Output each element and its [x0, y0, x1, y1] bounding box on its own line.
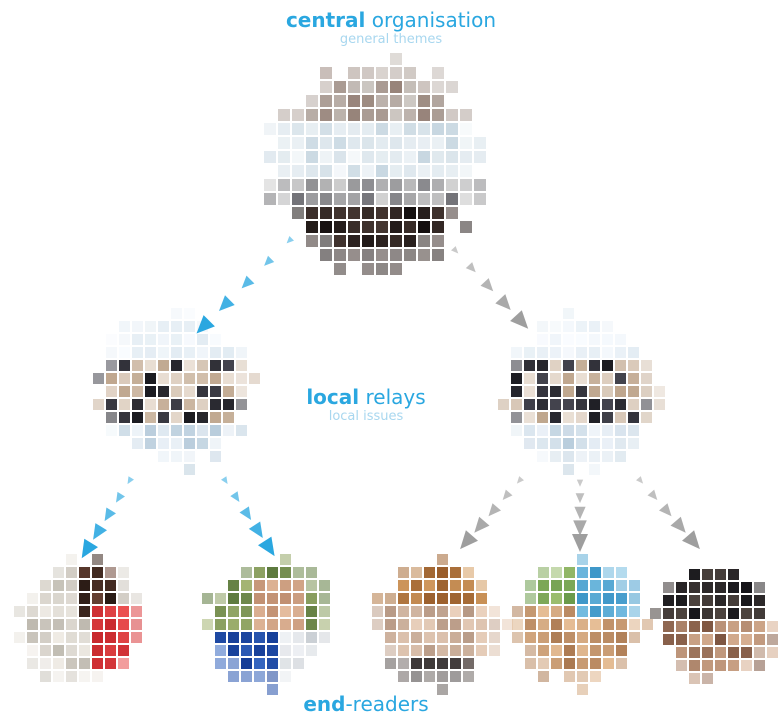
flow-arrow-relay-left-to-reader-2	[221, 476, 275, 557]
flow-arrow-central-to-relay-right	[451, 246, 529, 329]
local-relays-label: local relays local issues	[266, 385, 466, 424]
arrow-head	[573, 520, 587, 536]
arrow-head	[510, 310, 529, 329]
arrow-head	[286, 236, 294, 244]
flow-arrow-relay-left-to-reader-1	[81, 476, 134, 559]
arrow-head	[488, 503, 501, 517]
arrow-head	[221, 476, 228, 484]
node-relay-left-business-meeting-photo	[93, 308, 260, 475]
end-readers-label: end-readers	[266, 692, 466, 716]
arrow-head	[230, 491, 240, 502]
relays-title-bold: local	[306, 385, 360, 409]
arrow-head	[264, 255, 275, 266]
arrow-head	[682, 530, 700, 550]
node-reader-4-kids-at-computer-photo	[512, 554, 653, 695]
node-relay-right-business-meeting-photo	[498, 308, 665, 475]
central-subtitle: general themes	[339, 32, 443, 47]
arrow-head	[502, 489, 513, 500]
arrow-head	[474, 516, 490, 533]
flow-arrow-relay-right-to-reader-4	[572, 479, 588, 552]
flow-arrow-relay-right-to-reader-3	[460, 476, 524, 550]
central-title-bold: central	[285, 8, 366, 32]
arrow-head	[495, 294, 511, 310]
arrow-head	[196, 315, 215, 334]
arrow-head	[516, 476, 524, 484]
arrow-head	[104, 507, 116, 522]
node-central-meeting-room-photo	[264, 53, 486, 275]
arrow-head	[574, 506, 586, 520]
arrow-head	[647, 489, 658, 500]
arrow-head	[480, 278, 494, 292]
arrow-head	[636, 476, 644, 484]
readers-title-rest: -readers	[345, 692, 429, 716]
node-reader-2-man-at-laptop-photo	[202, 554, 330, 695]
arrow-head	[659, 503, 672, 517]
relays-subtitle: local issues	[328, 409, 404, 424]
flow-arrow-central-to-relay-left	[196, 236, 294, 334]
central-organisation-label: central organisation general themes	[241, 8, 541, 47]
readers-title-bold: end	[303, 692, 346, 716]
central-title-rest: organisation	[365, 8, 497, 32]
arrow-head	[93, 523, 107, 540]
arrow-head	[241, 275, 255, 289]
arrow-head	[258, 536, 275, 557]
arrow-head	[575, 493, 585, 504]
arrow-head	[576, 479, 584, 487]
node-reader-3-family-at-computer-photo	[372, 554, 513, 695]
arrow-head	[116, 491, 125, 503]
flow-arrow-relay-right-to-reader-5	[636, 476, 700, 550]
node-reader-5-couple-reading-photo	[650, 569, 778, 684]
arrow-head	[465, 262, 476, 273]
arrow-head	[127, 476, 134, 485]
relays-title-rest: relays	[359, 385, 426, 409]
arrow-head	[572, 534, 588, 552]
arrow-head	[460, 530, 478, 550]
arrow-head	[81, 538, 98, 559]
arrow-head	[248, 521, 263, 538]
arrow-head	[670, 516, 686, 533]
node-reader-1-woman-at-laptop-photo	[14, 554, 142, 682]
arrow-head	[239, 506, 252, 520]
arrow-head	[219, 295, 235, 311]
arrow-head	[451, 246, 459, 254]
